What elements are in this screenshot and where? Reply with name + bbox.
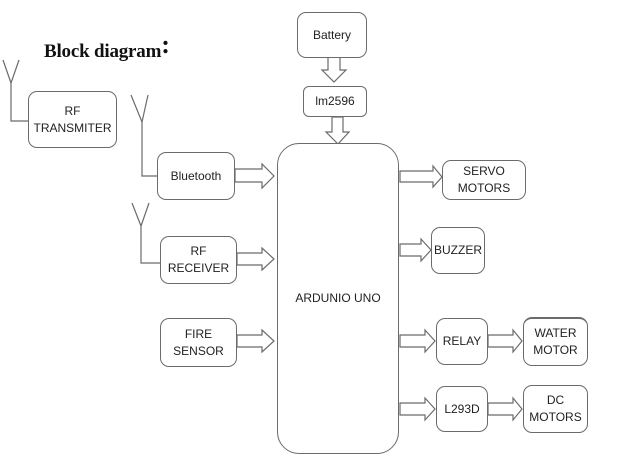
block-battery: Battery xyxy=(297,12,367,58)
block-label: Bluetooth xyxy=(170,168,222,183)
block-servo-motors: SERVO MOTORS xyxy=(442,160,526,200)
label-line-1: DC xyxy=(546,393,565,407)
label-line-1: WATER xyxy=(534,326,577,340)
arrow-arduino-to-buzzer xyxy=(399,237,432,263)
antenna-icon-rf-transmitter xyxy=(2,59,28,122)
block-label: DC MOTORS xyxy=(529,392,581,426)
block-relay: RELAY xyxy=(436,318,488,365)
arrow-bluetooth-to-arduino xyxy=(234,162,275,190)
block-dc-motors: DC MOTORS xyxy=(523,385,588,433)
antenna-icon-rf-receiver xyxy=(131,202,160,264)
block-label: RF TRANSMITER xyxy=(34,103,112,137)
title-text: Block diagram xyxy=(44,41,162,62)
arrow-rf-receiver-to-arduino xyxy=(236,246,275,272)
block-water-motor: WATER MOTOR xyxy=(523,317,588,366)
arrow-battery-to-regulator xyxy=(320,56,348,83)
block-label: BUZZER xyxy=(434,243,482,257)
block-fire-sensor: FIRE SENSOR xyxy=(160,318,237,367)
diagram-title: Block diagram: xyxy=(44,30,170,64)
label-line-1: SERVO xyxy=(463,164,505,178)
block-l293d: L293D xyxy=(436,386,488,432)
block-label: WATER MOTOR xyxy=(533,325,577,359)
arrow-arduino-to-relay xyxy=(399,328,436,354)
arrow-relay-to-water-motor xyxy=(487,328,523,354)
title-colon: : xyxy=(161,30,170,59)
block-label: SERVO MOTORS xyxy=(458,163,510,197)
label-line-1: RF xyxy=(64,103,81,118)
block-label: Battery xyxy=(312,27,351,42)
block-buzzer: BUZZER xyxy=(431,227,485,274)
block-label: RF RECEIVER xyxy=(167,244,230,275)
block-rf-transmitter: RF TRANSMITER xyxy=(28,91,117,148)
label-line-2: TRANSMITER xyxy=(33,120,112,135)
label-line-2: MOTOR xyxy=(533,343,578,357)
antenna-icon-bluetooth xyxy=(130,94,158,177)
block-bluetooth: Bluetooth xyxy=(157,152,235,200)
block-rf-receiver: RF RECEIVER xyxy=(160,236,237,284)
block-label: L293D xyxy=(444,401,480,416)
arrow-regulator-to-arduino xyxy=(324,116,351,145)
arrow-l293d-to-dc-motors xyxy=(487,396,523,422)
block-lm2596: lm2596 xyxy=(303,86,367,117)
block-label: ARDUNIO UNO xyxy=(295,291,381,305)
block-arduino-uno: ARDUNIO UNO xyxy=(277,143,399,454)
arrow-fire-sensor-to-arduino xyxy=(236,328,275,354)
block-label: RELAY xyxy=(442,334,482,348)
block-label: FIRE SENSOR xyxy=(173,326,224,358)
arrow-arduino-to-l293d xyxy=(399,396,436,422)
label-line-2: MOTORS xyxy=(529,410,582,424)
arrow-arduino-to-servo xyxy=(399,164,443,189)
block-label: lm2596 xyxy=(315,94,355,108)
label-line-2: MOTORS xyxy=(457,181,511,195)
